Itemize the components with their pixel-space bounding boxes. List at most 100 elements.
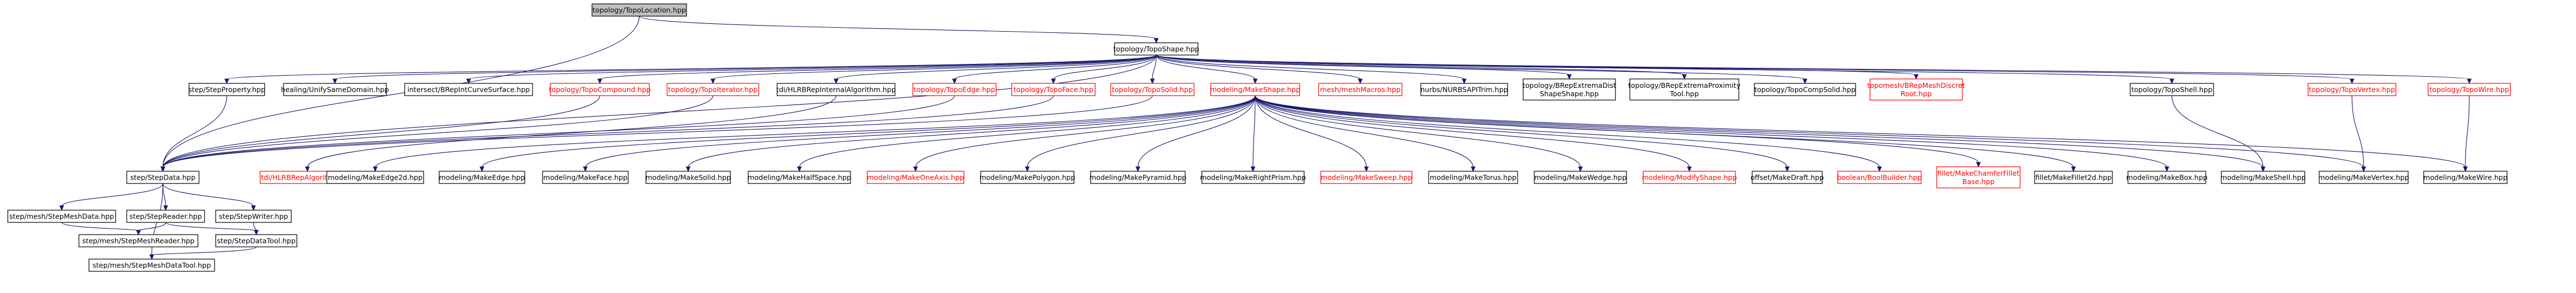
node-label: modeling/MakeEdge2d.hpp xyxy=(328,173,423,182)
node-vertex[interactable]: topology/TopoVertex.hpp xyxy=(2308,83,2396,96)
node-wedge[interactable]: modeling/MakeWedge.hpp xyxy=(1534,171,1627,184)
node-box xyxy=(7,210,116,223)
node-healing[interactable]: healing/UnifySameDomain.hpp xyxy=(281,83,389,96)
nodes-layer: topology/TopoLocation.hpptopology/TopoSh… xyxy=(7,3,2511,272)
node-sweep[interactable]: modeling/MakeSweep.hpp xyxy=(1320,171,1413,184)
arrowhead xyxy=(466,78,471,85)
node-label: fillet/MakeChamferFillet xyxy=(1937,169,2020,177)
edge-root-to-stepdata xyxy=(162,16,640,168)
node-box xyxy=(542,171,629,184)
edge-makeshape-to-wedge xyxy=(1255,95,1581,168)
node-intersect[interactable]: intersect/BRepIntCurveSurface.hpp xyxy=(404,83,533,96)
node-face[interactable]: topology/TopoFace.hpp xyxy=(1011,83,1096,96)
arrowhead xyxy=(2463,166,2468,172)
node-makeshape[interactable]: modeling/MakeShape.hpp xyxy=(1210,83,1300,96)
arrowhead xyxy=(597,78,603,85)
node-polygon[interactable]: modeling/MakePolygon.hpp xyxy=(979,171,1075,184)
node-label: modeling/MakeWire.hpp xyxy=(2423,173,2507,182)
node-writer[interactable]: step/StepWriter.hpp xyxy=(215,210,292,223)
node-box xyxy=(1869,78,1963,101)
node-box xyxy=(126,210,205,223)
node-label: modeling/ModifyShape.hpp xyxy=(1642,173,1737,182)
edge-vertex-to-makevertex xyxy=(2351,95,2364,168)
arrowhead xyxy=(1051,78,1056,85)
arrowhead xyxy=(1135,166,1141,172)
node-wire[interactable]: topology/TopoWire.hpp xyxy=(2428,83,2511,96)
node-torus[interactable]: modeling/MakeTorus.hpp xyxy=(1428,171,1518,184)
node-stepprop[interactable]: step/StepProperty.hpp xyxy=(188,83,266,96)
node-makeface[interactable]: modeling/MakeFace.hpp xyxy=(542,171,629,184)
node-label: Root.hpp xyxy=(1901,90,1932,98)
node-label: fillet/MakeFillet2d.hpp xyxy=(2035,173,2112,182)
node-compsolid[interactable]: topology/TopoCompSolid.hpp xyxy=(1754,83,1856,96)
arrowhead xyxy=(163,205,168,211)
node-box xyxy=(867,171,964,184)
node-box xyxy=(550,83,650,96)
arrowhead xyxy=(1153,38,1159,44)
node-edge2d[interactable]: modeling/MakeEdge2d.hpp xyxy=(326,171,424,184)
arrowhead xyxy=(160,166,166,172)
arrowhead xyxy=(479,166,485,172)
node-oneaxis[interactable]: modeling/MakeOneAxis.hpp xyxy=(867,171,964,184)
node-label: topology/TopoShape.hpp xyxy=(1113,45,1200,53)
node-label: topology/TopoWire.hpp xyxy=(2429,86,2509,94)
arrowhead xyxy=(1250,166,1256,172)
node-compound[interactable]: topology/TopoCompound.hpp xyxy=(549,83,651,96)
node-label: modeling/MakeOneAxis.hpp xyxy=(867,173,964,182)
node-box xyxy=(1114,42,1199,56)
node-solid[interactable]: topology/TopoSolid.hpp xyxy=(1110,83,1195,96)
node-meshdatatool[interactable]: step/mesh/StepMeshDataTool.hpp xyxy=(88,259,215,272)
edge-makeshape-to-makeface xyxy=(585,95,1256,168)
node-modify[interactable]: modeling/ModifyShape.hpp xyxy=(1642,171,1737,184)
node-shape[interactable]: topology/TopoShape.hpp xyxy=(1113,42,1200,56)
arrowhead xyxy=(2164,166,2170,172)
edge-makeshape-to-draft xyxy=(1255,95,1788,168)
edges-layer xyxy=(59,16,2472,260)
node-meshmacros[interactable]: mesh/meshMacros.hpp xyxy=(1318,83,1403,96)
node-meshreader[interactable]: step/mesh/StepMeshReader.hpp xyxy=(78,234,198,247)
node-makeedge[interactable]: modeling/MakeEdge.hpp xyxy=(439,171,525,184)
arrowhead xyxy=(583,166,588,172)
node-halfspace[interactable]: modeling/MakeHalfSpace.hpp xyxy=(748,171,851,184)
node-label: Tool.hpp xyxy=(1669,90,1699,98)
node-label: topology/BRepExtremaProximity xyxy=(1628,81,1741,90)
node-edge[interactable]: topology/TopoEdge.hpp xyxy=(912,83,997,96)
node-stepdata[interactable]: step/StepData.hpp xyxy=(126,171,200,184)
node-bool[interactable]: boolean/BoolBuilder.hpp xyxy=(1837,171,1922,184)
node-label: topology/TopoEdge.hpp xyxy=(914,86,996,94)
node-makebox[interactable]: modeling/MakeBox.hpp xyxy=(2126,171,2207,184)
node-meshdata[interactable]: step/mesh/StepMeshData.hpp xyxy=(7,210,116,223)
arrowhead xyxy=(1976,162,1981,168)
node-tdi[interactable]: tdi/HLRBRepInternalAlgorithm.hpp xyxy=(776,83,896,96)
arrowhead xyxy=(2361,166,2366,172)
node-reader[interactable]: step/StepReader.hpp xyxy=(126,210,205,223)
node-draft[interactable]: offset/MakeDraft.hpp xyxy=(1751,171,1824,184)
node-makeshell[interactable]: modeling/MakeShell.hpp xyxy=(2220,171,2306,184)
edge-edge-to-stepdata xyxy=(162,95,955,168)
node-box xyxy=(2319,171,2409,184)
node-nurbs[interactable]: nurbs/NURBSAPITrim.hpp xyxy=(1420,83,1508,96)
node-fillet2d[interactable]: fillet/MakeFillet2d.hpp xyxy=(2034,171,2113,184)
arrowhead xyxy=(1357,78,1363,85)
node-makevertex[interactable]: modeling/MakeVertex.hpp xyxy=(2318,171,2409,184)
node-makewire[interactable]: modeling/MakeWire.hpp xyxy=(2423,171,2508,184)
node-box xyxy=(1318,83,1403,96)
node-label: modeling/MakeRightPrism.hpp xyxy=(1200,173,1306,182)
node-prism[interactable]: modeling/MakeRightPrism.hpp xyxy=(1200,171,1306,184)
node-iterator[interactable]: topology/TopoIterator.hpp xyxy=(667,83,759,96)
edge-shape-to-wire xyxy=(1156,54,2470,80)
node-label: topomesh/BRepMeshDiscret xyxy=(1867,81,1965,90)
edge-shape-to-face xyxy=(1053,54,1157,80)
node-datatool[interactable]: step/StepDataTool.hpp xyxy=(215,234,297,247)
node-makesolid[interactable]: modeling/MakeSolid.hpp xyxy=(645,171,731,184)
arrowhead xyxy=(1364,166,1369,172)
node-label: topology/TopoSolid.hpp xyxy=(1112,86,1193,94)
edge-shape-to-edge xyxy=(954,54,1157,80)
node-shell[interactable]: topology/TopoShell.hpp xyxy=(2130,83,2214,96)
node-box xyxy=(980,171,1075,184)
node-pyramid[interactable]: modeling/MakePyramid.hpp xyxy=(1090,171,1187,184)
